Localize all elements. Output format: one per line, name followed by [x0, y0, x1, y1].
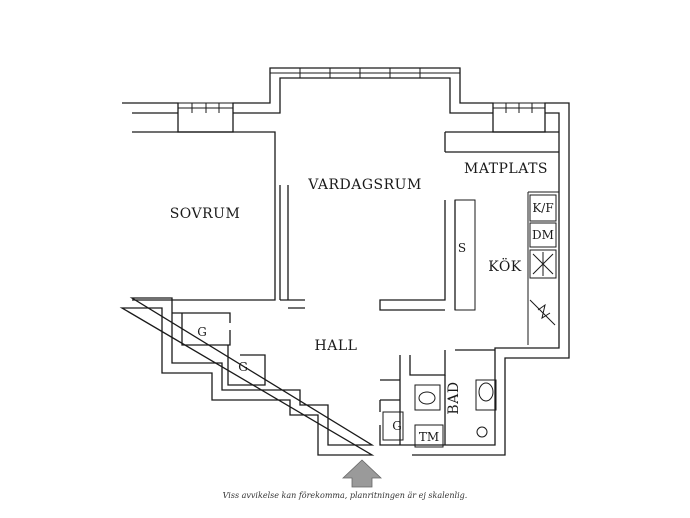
- room-label-hall: HALL: [315, 338, 358, 354]
- wardrobe-3-box: [382, 411, 404, 441]
- fridge-freezer-label: K/F: [532, 201, 553, 215]
- storage-cabinet: [454, 199, 476, 311]
- stove-icon: [532, 252, 554, 276]
- dishwasher-label: DM: [532, 228, 554, 242]
- entrance-arrow-icon: [341, 459, 383, 488]
- shower-drain-icon: [476, 426, 488, 438]
- wardrobe-label-2: G: [238, 360, 248, 374]
- washing-machine-label: TM: [419, 430, 439, 444]
- kitchen-counter: [454, 191, 559, 345]
- stove: [529, 249, 557, 279]
- room-label-matplats: MATPLATS: [464, 161, 548, 177]
- bathroom-fixtures: [382, 379, 497, 448]
- fridge-freezer-box: [529, 194, 557, 222]
- windows: [178, 67, 545, 113]
- wardrobe-label-3: G: [392, 419, 402, 433]
- washing-machine-box: [414, 424, 444, 448]
- room-label-sovrum: SOVRUM: [170, 206, 241, 222]
- room-label-vardagsrum: VARDAGSRUM: [307, 177, 422, 193]
- interior-walls: [132, 131, 559, 446]
- storage-label: S: [458, 241, 466, 255]
- sink-icon: [529, 299, 556, 326]
- washbasin-icon: [414, 384, 441, 411]
- wardrobe-label-1: G: [197, 325, 207, 339]
- toilet-icon: [475, 379, 497, 411]
- room-label-kok: KÖK: [488, 257, 522, 275]
- disclaimer-text: Viss avvikelse kan förekomma, planritnin…: [222, 491, 468, 500]
- dishwasher-box: [529, 222, 557, 248]
- room-label-bad: BAD: [446, 381, 462, 414]
